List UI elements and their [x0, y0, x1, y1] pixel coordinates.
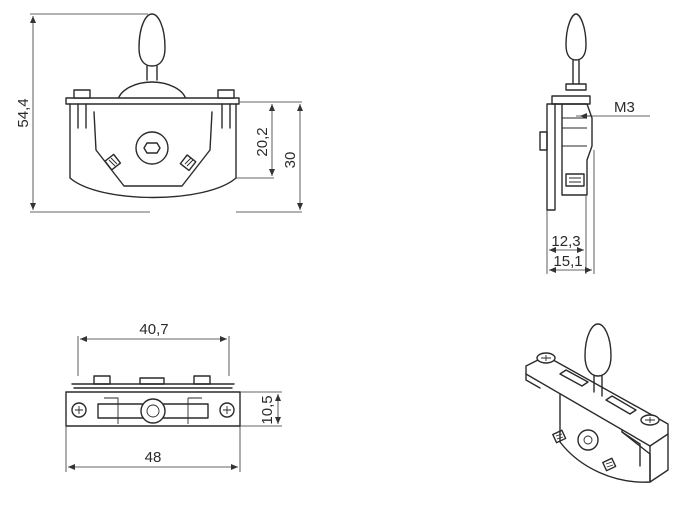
bottom-dim-ext-top [77, 336, 230, 376]
dim-ext-54 [30, 13, 150, 213]
side-lug [539, 131, 548, 151]
front-tab-left [104, 153, 122, 171]
iso-slot-back [605, 395, 637, 415]
side-dim-ext [546, 150, 595, 274]
bottom-view: 40,7 48 10,5 [65, 321, 282, 472]
bottom-screw-left [93, 375, 111, 385]
front-screw-right [217, 89, 235, 99]
bottom-slot-details [104, 397, 202, 424]
dim-label-20-2: 20,2 [254, 127, 271, 156]
side-terminal-lines [569, 177, 581, 183]
front-tab-right [179, 154, 197, 172]
side-top-plate [551, 95, 591, 105]
dim-label-30: 30 [282, 152, 299, 169]
side-screw-head [565, 83, 587, 91]
side-lever-shaft [572, 59, 580, 85]
side-view: M3 12,3 15,1 [539, 13, 650, 274]
front-center-nut [135, 131, 169, 165]
bottom-top-edge [71, 383, 235, 389]
bottom-center-knob [140, 398, 166, 424]
iso-slot-front [559, 369, 589, 387]
side-terminal [565, 173, 585, 187]
bottom-screw-right [193, 375, 211, 385]
isometric-view [525, 323, 669, 483]
side-mount-plate [546, 103, 556, 211]
bottom-frame [65, 391, 241, 427]
iso-plate-edge [649, 433, 669, 483]
iso-terminal-right [602, 457, 617, 472]
bottom-screw-cross-right [223, 406, 231, 414]
bottom-slot [97, 403, 209, 419]
bottom-screw-cross-left [75, 406, 83, 414]
front-screw-left [73, 89, 91, 99]
iso-lever-tip [584, 323, 612, 377]
front-lever-shaft [146, 65, 158, 81]
dim-label-40-7: 40,7 [139, 321, 168, 338]
iso-screw-right-cross [645, 417, 655, 423]
front-body-inner [93, 111, 213, 187]
bottom-dim-ext-right [240, 391, 282, 427]
dim-label-15-1: 15,1 [553, 253, 582, 270]
side-lever-tip [565, 13, 587, 61]
bottom-dim-ext-bottom [65, 426, 241, 472]
iso-screw-left-cross [541, 355, 551, 361]
dim-label-54-4: 54,4 [15, 98, 32, 127]
dim-label-10-5: 10,5 [259, 395, 276, 424]
dim-ext-right [236, 101, 302, 213]
side-body-lines [562, 117, 587, 147]
bottom-screw-hole-left [71, 402, 87, 418]
iso-terminal-left [552, 429, 567, 444]
front-top-bar [65, 97, 240, 105]
bottom-screw-hole-right [219, 402, 235, 418]
dim-label-12-3: 12,3 [551, 233, 580, 250]
front-body-outline [69, 103, 237, 199]
side-body [554, 103, 593, 196]
bottom-knob-top [139, 377, 165, 385]
front-view: 54,4 20,2 30 [15, 13, 303, 213]
iso-lever-shaft [593, 373, 603, 397]
bottom-center-knob-inner [146, 404, 160, 418]
iso-plate-left-edge [525, 373, 541, 389]
dim-label-m3: M3 [614, 99, 635, 116]
front-hub [117, 81, 187, 101]
front-screw-posts [77, 103, 231, 129]
dim-label-48: 48 [145, 449, 162, 466]
iso-nut [577, 429, 599, 451]
iso-inner-edge [621, 431, 641, 467]
front-hex-socket [143, 142, 161, 154]
front-lever-tip [138, 13, 166, 67]
iso-nut-inner [583, 435, 593, 445]
